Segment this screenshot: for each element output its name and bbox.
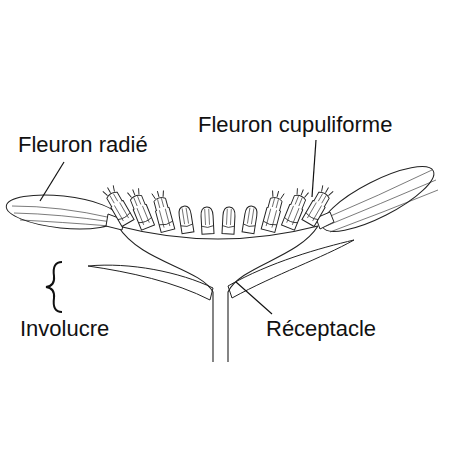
leader-line [236,282,272,314]
part-label: Involucre [20,316,109,342]
receptacle-outline [228,226,318,362]
involucre-brace [46,262,62,312]
ray-floret [315,155,442,243]
ray-floret [5,190,124,234]
leader-line [40,162,64,201]
involucre-bract [88,265,213,300]
involucre-bract [228,240,354,298]
disc-florets [101,184,334,234]
leader-line [312,140,316,197]
part-label: Réceptacle [266,316,376,342]
part-label: Fleuron cupuliforme [198,112,392,138]
receptacle-outline [118,226,213,362]
part-label: Fleuron radié [18,132,148,158]
